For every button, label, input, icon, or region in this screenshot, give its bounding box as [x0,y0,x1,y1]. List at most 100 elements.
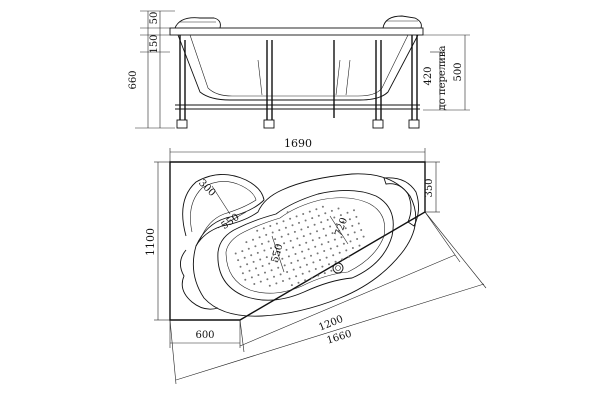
anti-slip-dot [353,231,356,234]
anti-slip-dot [351,224,354,227]
anti-slip-dot [246,263,249,266]
anti-slip-dot [287,255,290,258]
anti-slip-dot [271,231,274,234]
anti-slip-dot [247,247,250,250]
anti-slip-dot [325,234,327,237]
anti-slip-dot [239,265,242,268]
anti-slip-dot [329,247,332,250]
side-left-dimensions [135,10,175,129]
anti-slip-dot [267,240,270,243]
anti-slip-dot [268,284,271,287]
anti-slip-dot [237,259,240,262]
dim-headrest-label: 350 [424,178,435,197]
anti-slip-dot [317,214,320,217]
anti-slip-dot [289,217,292,220]
anti-slip-dot [286,211,289,214]
anti-slip-dot [254,245,257,248]
anti-slip-dot [234,252,237,255]
anti-slip-dot [326,218,329,221]
inner-bowl [217,190,394,301]
anti-slip-dot [272,253,275,256]
anti-slip-dot [339,214,342,217]
anti-slip-dot [360,229,363,231]
anti-slip-dot [301,272,304,275]
anti-slip-dot [310,254,312,257]
anti-slip-dot [356,238,359,240]
anti-slip-dot [250,276,253,279]
plan-view: 1690 1100 350 300 550 [144,137,487,385]
side-view: 50 150 660 420 до перелива 500 [128,10,470,129]
anti-slip-dot [290,284,293,287]
anti-slip-dot [255,267,257,270]
anti-slip-dot [334,260,337,263]
anti-slip-dot [258,236,261,239]
anti-slip-dot [279,273,282,276]
anti-slip-dot [322,227,325,230]
dim-length-label: 1100 [144,228,157,256]
anti-slip-dot [335,223,338,226]
anti-slip-dot [287,233,290,236]
anti-slip-dot [349,240,352,243]
tub-outline [169,161,426,321]
anti-slip-dot [292,246,295,249]
anti-slip-dot [357,222,360,225]
anti-slip-dot [290,262,293,264]
side-right-dimensions [423,34,470,111]
anti-slip-dot [292,268,295,271]
overflow-note: до перелива [437,46,448,111]
anti-slip-dot [330,209,333,212]
anti-slip-dot [318,236,321,239]
anti-slip-dot [301,250,304,253]
anti-slip-dot [262,227,265,230]
drain [332,262,344,274]
anti-slip-dot [300,228,303,231]
anti-slip-dot [340,236,343,239]
anti-slip-dot [265,256,268,259]
anti-slip-dot [338,251,341,254]
anti-slip-dot [308,270,311,273]
dim-width-label: 1690 [284,137,312,150]
anti-slip-dot [344,227,347,230]
anti-slip-dot [293,230,296,233]
anti-slip-dot [285,248,288,251]
anti-slip-dot [329,225,332,228]
anti-slip-dot [328,263,330,266]
anti-slip-dot [275,222,278,225]
anti-slip-dot [274,260,277,263]
anti-slip-dot [342,220,345,223]
anti-slip-dot [295,275,298,278]
anti-slip-dot [268,262,271,265]
anti-slip-dot [314,245,317,248]
anti-slip-dot [296,259,299,262]
anti-slip-dot [321,205,324,208]
anti-slip-dots [234,205,365,287]
anti-slip-dot [342,242,345,245]
anti-slip-dot [331,232,334,235]
anti-slip-dot [283,242,286,245]
anti-slip-dot [282,220,285,223]
anti-slip-dot [257,274,260,276]
anti-slip-dot [311,217,314,220]
anti-slip-dot [259,280,262,283]
tub-rim [169,27,424,36]
anti-slip-dot [320,221,323,224]
anti-slip-dot [307,226,309,229]
anti-slip-dot [325,256,328,259]
anti-slip-dot [277,266,280,269]
adjustable-feet [176,119,420,129]
anti-slip-dot [345,249,348,252]
anti-slip-dot [288,277,291,280]
support-frame [175,35,420,120]
anti-slip-dot [281,257,284,260]
anti-slip-dot [286,271,289,273]
dim-bowl-width-label: 550 [270,243,286,264]
anti-slip-dot [289,239,292,242]
anti-slip-dot [351,247,354,249]
anti-slip-dot [310,276,313,279]
anti-slip-dot [283,264,286,267]
left-rim-bump [180,249,219,310]
anti-slip-dot [323,250,326,252]
anti-slip-dot [320,243,323,246]
anti-slip-dot [248,269,251,272]
